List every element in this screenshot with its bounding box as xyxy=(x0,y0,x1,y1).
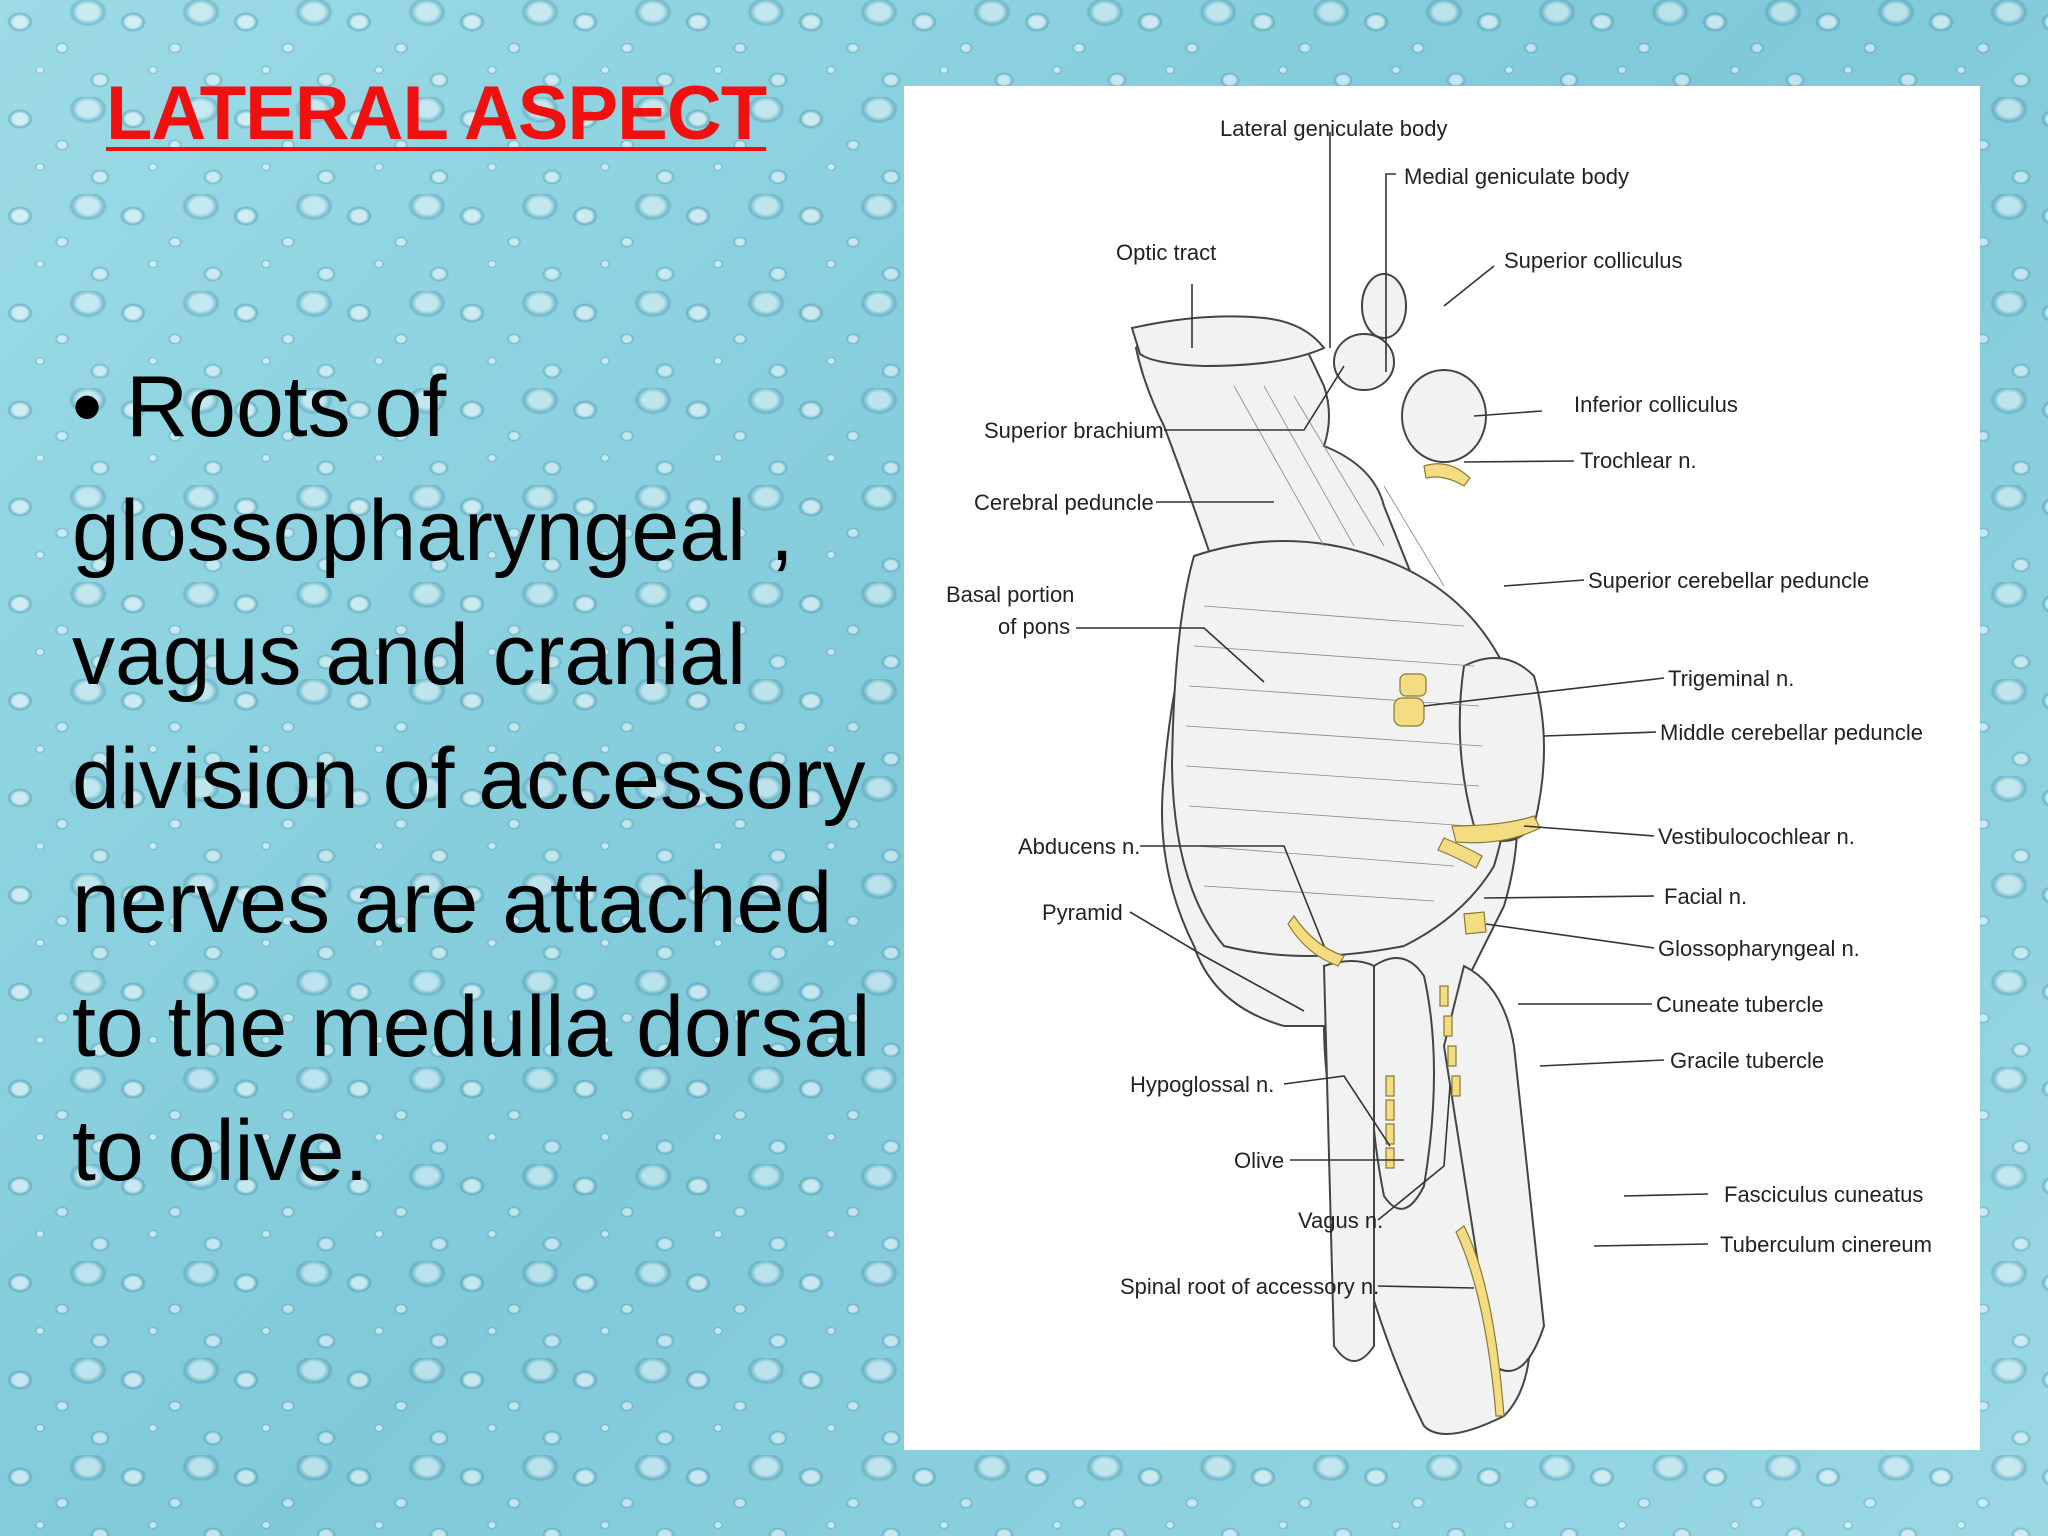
abducens-nerve xyxy=(1287,914,1345,967)
label-basal-portion-line2: of pons xyxy=(998,614,1070,639)
trigeminal-nerve-lower xyxy=(1393,697,1425,727)
label-fasciculus-cuneatus: Fasciculus cuneatus xyxy=(1724,1182,1923,1207)
label-superior-colliculus: Superior colliculus xyxy=(1504,248,1683,273)
label-trochlear-n: Trochlear n. xyxy=(1580,448,1697,473)
facial-nerve xyxy=(1437,837,1483,869)
label-basal-portion-line1: Basal portion xyxy=(946,582,1074,607)
label-spinal-root-accessory-n: Spinal root of accessory n. xyxy=(1120,1274,1379,1299)
shading-lines xyxy=(1185,385,1483,902)
label-abducens-n: Abducens n. xyxy=(1018,834,1140,859)
brainstem-figure: Lateral geniculate body Medial geniculat… xyxy=(904,86,1980,1450)
label-tuberculum-cinereum: Tuberculum cinereum xyxy=(1720,1232,1932,1257)
slide-title: LATERAL ASPECT xyxy=(106,71,767,156)
trochlear-nerve xyxy=(1423,463,1471,487)
label-cerebral-peduncle: Cerebral peduncle xyxy=(974,490,1154,515)
leader-lines xyxy=(1076,132,1709,1289)
vagus-rootlets xyxy=(1439,985,1461,1097)
glossopharyngeal-nerve xyxy=(1463,911,1487,935)
label-olive: Olive xyxy=(1234,1148,1284,1173)
label-facial-n: Facial n. xyxy=(1664,884,1747,909)
trigeminal-nerve-upper xyxy=(1399,673,1427,697)
olive-shape xyxy=(1368,957,1435,1210)
diagram-labels: Lateral geniculate body Medial geniculat… xyxy=(946,116,1932,1299)
label-vagus-n: Vagus n. xyxy=(1298,1208,1383,1233)
label-medial-geniculate-body: Medial geniculate body xyxy=(1404,164,1629,189)
bullet-text: • Roots of glossopharyngeal , vagus and … xyxy=(72,359,871,1199)
pyramid-shape xyxy=(1322,960,1375,1362)
pons-shape xyxy=(1170,540,1513,957)
label-lateral-geniculate-body: Lateral geniculate body xyxy=(1220,116,1448,141)
spinal-accessory-root xyxy=(1455,1225,1505,1417)
label-superior-brachium: Superior brachium xyxy=(984,418,1164,443)
label-cuneate-tubercle: Cuneate tubercle xyxy=(1656,992,1824,1017)
label-optic-tract: Optic tract xyxy=(1116,240,1216,265)
middle-cerebellar-peduncle-shape xyxy=(1458,657,1545,842)
label-glossopharyngeal-n: Glossopharyngeal n. xyxy=(1658,936,1860,961)
inferior-colliculus-shape xyxy=(1401,369,1487,463)
medial-geniculate-shape xyxy=(1333,333,1395,391)
brainstem-illustration xyxy=(1130,273,1546,1435)
label-pyramid: Pyramid xyxy=(1042,900,1123,925)
label-gracile-tubercle: Gracile tubercle xyxy=(1670,1048,1824,1073)
label-vestibulocochlear-n: Vestibulocochlear n. xyxy=(1658,824,1855,849)
superior-colliculus-shape xyxy=(1361,273,1407,339)
optic-tract-shape xyxy=(1130,315,1326,368)
label-middle-cerebellar-peduncle: Middle cerebellar peduncle xyxy=(1660,720,1923,745)
label-superior-cerebellar-peduncle: Superior cerebellar peduncle xyxy=(1588,568,1869,593)
fasciculus-shape xyxy=(1442,964,1546,1372)
brainstem-lateral-diagram: Lateral geniculate body Medial geniculat… xyxy=(946,116,1932,1435)
label-hypoglossal-n: Hypoglossal n. xyxy=(1130,1072,1274,1097)
nerve-roots xyxy=(1287,463,1541,1417)
hypoglossal-rootlets xyxy=(1385,1075,1395,1169)
label-trigeminal-n: Trigeminal n. xyxy=(1668,666,1794,691)
label-inferior-colliculus: Inferior colliculus xyxy=(1574,392,1738,417)
